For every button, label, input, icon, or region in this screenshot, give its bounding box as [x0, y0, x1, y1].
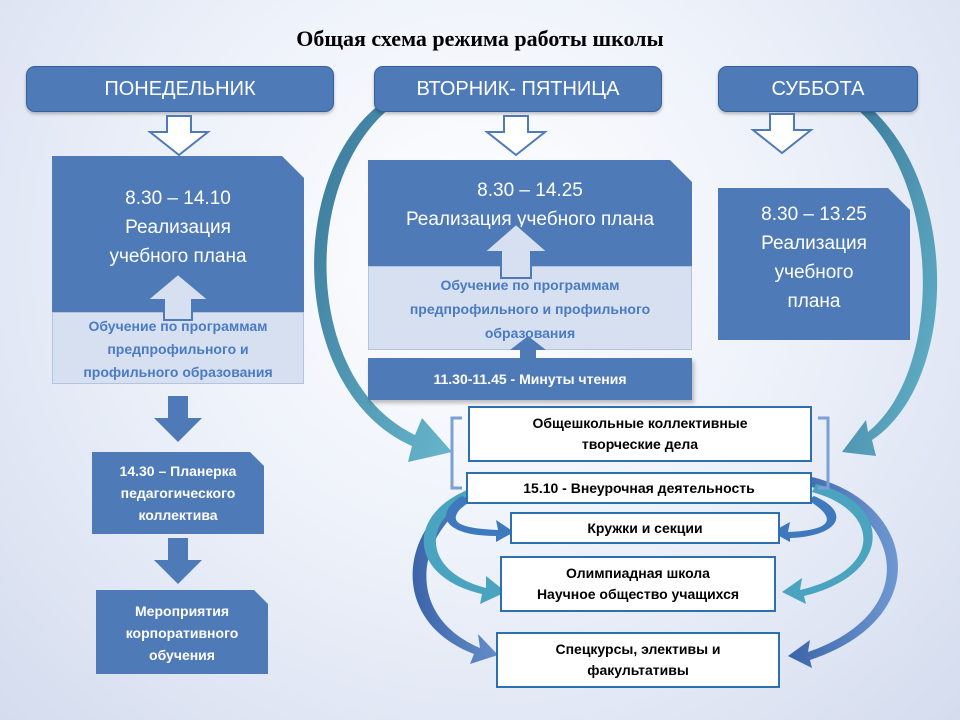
up-arrow-reading [510, 336, 546, 358]
special-line-2: факультативы [587, 662, 689, 678]
right-arc-arrow [842, 98, 938, 456]
tue-fri-profile-line-1: Обучение по программам [440, 277, 620, 293]
monday-time: 8.30 – 14.10 [125, 188, 231, 209]
corporate-line-1: Мероприятия [135, 603, 229, 619]
down-arrow-tue-fri [484, 115, 548, 157]
meeting-line-3: коллектива [138, 507, 218, 523]
saturday-line-3: учебного [774, 262, 854, 283]
olympiad-line-1: Олимпиадная школа [566, 565, 710, 581]
up-arrow-tue-fri [481, 222, 551, 279]
header-saturday: СУББОТА [718, 66, 918, 112]
down-arrow-to-corporate [154, 538, 202, 584]
right-bracket [818, 416, 830, 490]
reading-box: 11.30-11.45 - Минуты чтения [368, 358, 692, 400]
left-arc-arrow [314, 96, 452, 462]
monday-line-3: учебного плана [109, 246, 247, 267]
special-courses-box: Спецкурсы, элективы и факультативы [496, 632, 780, 688]
corporate-box: Мероприятия корпоративного обучения [96, 590, 268, 674]
loop-right-mid [782, 484, 873, 604]
olympiad-box: Олимпиадная школа Научное общество учащи… [500, 556, 776, 612]
left-bracket [450, 416, 462, 490]
collective-line-2: творческие дела [581, 436, 699, 452]
loop-left-inner [446, 496, 514, 542]
meeting-line-1: 14.30 – Планерка [119, 463, 237, 479]
tue-fri-profile-line-3: образования [484, 325, 576, 341]
loop-right-outer [788, 474, 898, 668]
header-tue-fri: ВТОРНИК- ПЯТНИЦА [374, 66, 662, 112]
clubs-box: Кружки и секции [510, 512, 780, 544]
saturday-time: 8.30 – 13.25 [761, 204, 867, 225]
monday-profile-line-2: предпрофильного и [107, 341, 249, 357]
monday-profile-box: Обучение по программам предпрофильного и… [52, 312, 304, 384]
loop-right-inner [772, 496, 837, 542]
collective-box: Общешкольные коллективные творческие дел… [468, 406, 812, 462]
saturday-line-2: Реализация [761, 233, 867, 254]
page-title: Общая схема режима работы школы [296, 26, 664, 51]
tue-fri-line-2: Реализация учебного плана [405, 209, 655, 230]
monday-profile-line-3: профильного образования [83, 364, 273, 380]
corporate-line-2: корпоративного [125, 625, 239, 641]
down-arrow-to-meeting [154, 396, 202, 442]
loop-left-mid [423, 482, 506, 604]
up-arrow-monday [144, 272, 212, 321]
monday-line-2: Реализация [125, 217, 231, 238]
extracurricular-box: 15.10 - Внеурочная деятельность [466, 472, 812, 504]
corporate-line-3: обучения [149, 647, 215, 663]
header-monday: ПОНЕДЕЛЬНИК [26, 66, 334, 112]
special-line-1: Спецкурсы, элективы и [555, 641, 721, 657]
tue-fri-profile-line-2: предпрофильного и профильного [409, 301, 651, 317]
meeting-line-2: педагогического [120, 485, 236, 501]
meeting-box: 14.30 – Планерка педагогического коллект… [92, 452, 264, 534]
down-arrow-saturday [750, 113, 814, 155]
collective-line-1: Общешкольные коллективные [532, 415, 748, 431]
olympiad-line-2: Научное общество учащихся [536, 586, 740, 602]
monday-profile-line-1: Обучение по программам [88, 318, 268, 334]
saturday-line-4: плана [787, 291, 841, 312]
tue-fri-time: 8.30 – 14.25 [477, 180, 583, 201]
down-arrow-monday [147, 115, 211, 157]
saturday-schedule-box: 8.30 – 13.25 Реализация учебного плана [718, 188, 910, 340]
